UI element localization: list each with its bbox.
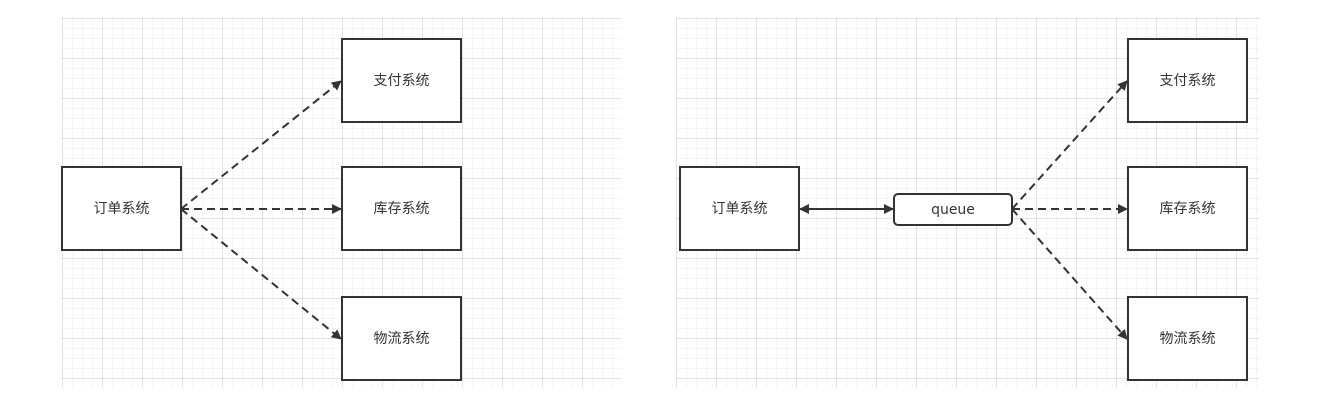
node-order-system[interactable]: 订单系统 — [61, 166, 182, 251]
node-payment-system[interactable]: 支付系统 — [1127, 38, 1248, 123]
node-queue[interactable]: queue — [893, 193, 1013, 226]
node-label: 库存系统 — [374, 201, 430, 217]
edge-order-to-payment — [180, 80, 342, 210]
node-label: 支付系统 — [374, 73, 430, 89]
right-diagram: 订单系统 queue 支付系统 库存系统 物流系统 — [679, 38, 1248, 381]
node-inventory-system[interactable]: 库存系统 — [341, 166, 462, 251]
node-logistics-system[interactable]: 物流系统 — [341, 296, 462, 381]
edge-order-to-logistics — [180, 208, 342, 340]
node-label: 库存系统 — [1160, 201, 1216, 217]
node-label: 支付系统 — [1160, 73, 1216, 89]
node-label: 物流系统 — [374, 331, 430, 347]
node-logistics-system[interactable]: 物流系统 — [1127, 296, 1248, 381]
node-label: 订单系统 — [94, 201, 150, 217]
node-label: queue — [931, 202, 975, 218]
node-order-system[interactable]: 订单系统 — [679, 166, 800, 251]
node-inventory-system[interactable]: 库存系统 — [1127, 166, 1248, 251]
edge-queue-to-payment — [1011, 80, 1128, 210]
node-payment-system[interactable]: 支付系统 — [341, 38, 462, 123]
node-label: 订单系统 — [712, 201, 768, 217]
left-diagram: 订单系统 支付系统 库存系统 物流系统 — [61, 38, 462, 381]
node-label: 物流系统 — [1160, 331, 1216, 347]
edge-queue-to-logistics — [1011, 208, 1128, 340]
